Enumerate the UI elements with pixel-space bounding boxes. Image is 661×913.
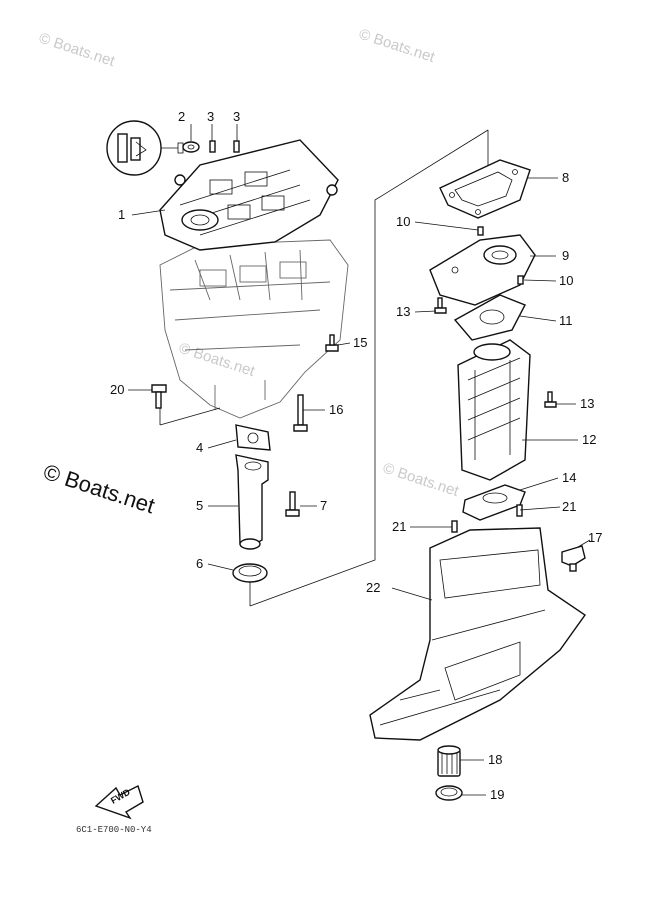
callout-17: 17 <box>588 530 602 545</box>
callout-11: 11 <box>559 313 573 328</box>
engine-block-ghost <box>159 239 349 419</box>
callout-19: 19 <box>490 787 504 802</box>
callout-20: 20 <box>110 382 124 397</box>
leader-lines <box>128 124 591 796</box>
exhaust-muffler <box>457 339 531 481</box>
detail-inset <box>106 120 184 176</box>
callout-10b: 10 <box>559 273 573 288</box>
fwd-arrow: FWD <box>94 785 144 820</box>
bolts-left <box>151 334 339 517</box>
diagram-code: 6C1-E700-N0-Y4 <box>76 825 152 835</box>
watermark-mid-left: © Boats.net <box>177 340 258 381</box>
brand-mark: © Boats.net <box>40 459 157 518</box>
plug-cap <box>561 545 586 572</box>
watermark-top-left: © Boats.net <box>37 30 118 71</box>
callout-3a: 3 <box>207 109 214 124</box>
watermark-top-right: © Boats.net <box>357 26 438 67</box>
callout-7: 7 <box>320 498 327 513</box>
exhaust-guide <box>429 234 536 341</box>
seal-ring <box>232 563 268 583</box>
callout-1: 1 <box>118 207 125 222</box>
callout-10a: 10 <box>396 214 410 229</box>
callout-16: 16 <box>329 402 343 417</box>
callout-15: 15 <box>353 335 367 350</box>
callout-6: 6 <box>196 556 203 571</box>
washer-and-pins <box>182 140 240 153</box>
small-parts-right <box>434 226 557 533</box>
exhaust-gasket <box>439 159 531 219</box>
callout-18: 18 <box>488 752 502 767</box>
impeller <box>435 745 463 801</box>
water-tube-holder <box>235 424 271 550</box>
callout-14: 14 <box>562 470 576 485</box>
upper-mount-plate <box>159 139 339 251</box>
callout-21a: 21 <box>392 519 406 534</box>
callout-21b: 21 <box>562 499 576 514</box>
upper-casing <box>369 527 586 741</box>
callout-4: 4 <box>196 440 203 455</box>
callout-3b: 3 <box>233 109 240 124</box>
watermark-mid-right: © Boats.net <box>381 460 462 501</box>
callout-5: 5 <box>196 498 203 513</box>
callout-13a: 13 <box>396 304 410 319</box>
callout-9: 9 <box>562 248 569 263</box>
callout-13b: 13 <box>580 396 594 411</box>
callout-8: 8 <box>562 170 569 185</box>
callout-22: 22 <box>366 580 380 595</box>
callout-2: 2 <box>178 109 185 124</box>
callout-12: 12 <box>582 432 596 447</box>
